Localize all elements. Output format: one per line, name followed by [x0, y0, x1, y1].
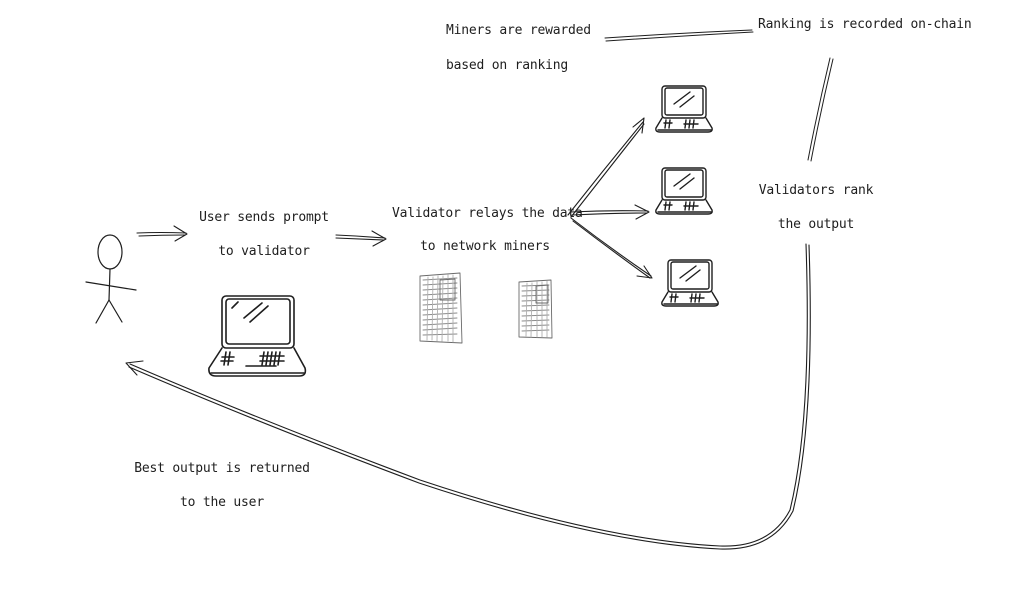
arrow-user-to-validator: [136, 225, 188, 242]
server-rack-icon: [419, 272, 463, 344]
connector-rank-to-recorded: [807, 57, 834, 162]
validator-laptop-icon: [208, 295, 307, 377]
label-best-output-returned-line1: Best output is returned: [134, 461, 310, 476]
label-user-sends-prompt-line1: User sends prompt: [199, 210, 329, 225]
label-miners-rewarded-line2: based on ranking: [446, 58, 569, 73]
label-validators-rank-line2: the output: [777, 217, 855, 232]
arrow-output-returned-to-user: [125, 243, 811, 550]
label-validators-rank-line1: Validators rank: [758, 183, 874, 198]
arrow-relay-to-miner-top: [567, 117, 645, 218]
connector-rewarded-to-recorded: [604, 29, 754, 42]
label-user-sends-prompt-line2: to validator: [218, 244, 310, 259]
label-validator-relays-line1: Validator relays the data: [392, 206, 583, 221]
label-validator-relays-line2: to network miners: [420, 239, 550, 254]
miner-laptop-icon-top: [655, 85, 713, 133]
server-rack-icon: [518, 279, 553, 339]
arrow-relay-to-miner-middle: [569, 204, 650, 220]
miner-laptop-icon-middle: [655, 167, 713, 215]
arrow-relay-to-miner-bottom: [570, 217, 653, 279]
label-miners-rewarded-line1: Miners are rewarded: [446, 23, 591, 38]
label-ranking-recorded: Ranking is recorded on-chain: [758, 17, 972, 32]
user-stick-figure-icon: [85, 234, 137, 324]
label-best-output-returned-line2: to the user: [180, 495, 264, 510]
arrow-validator-to-relay: [335, 230, 387, 247]
miner-laptop-icon-bottom: [661, 259, 719, 307]
